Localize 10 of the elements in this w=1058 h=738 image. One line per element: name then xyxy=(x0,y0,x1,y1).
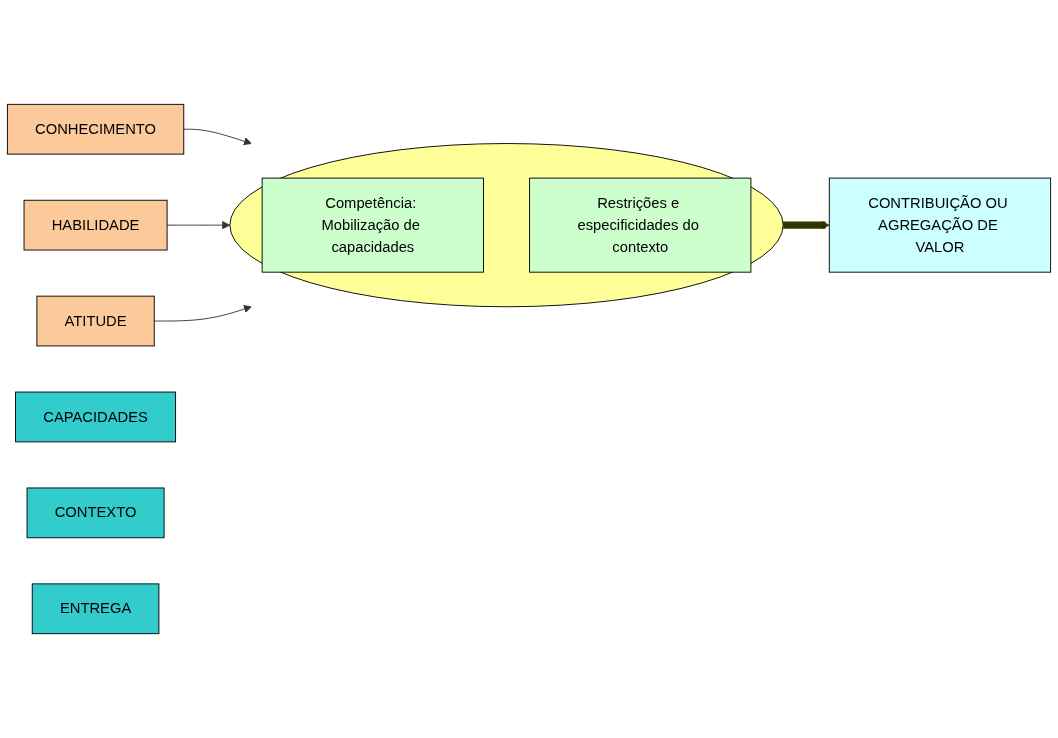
node-box: CONTRIBUIÇÃO OU AGREGAÇÃO DE VALOR xyxy=(828,177,1052,273)
node-box: Restrições e especificidades do contexto xyxy=(529,177,752,273)
node-box: Competência: Mobilização de capacidades xyxy=(261,177,484,273)
node-box: HABILIDADE xyxy=(23,199,168,251)
node-box: CONHECIMENTO xyxy=(6,103,185,155)
node-box: ATITUDE xyxy=(36,295,155,347)
node-box: ENTREGA xyxy=(31,583,160,635)
node-box: CAPACIDADES xyxy=(15,391,177,443)
arrow xyxy=(783,221,830,230)
node-box: CONTEXTO xyxy=(26,487,165,539)
